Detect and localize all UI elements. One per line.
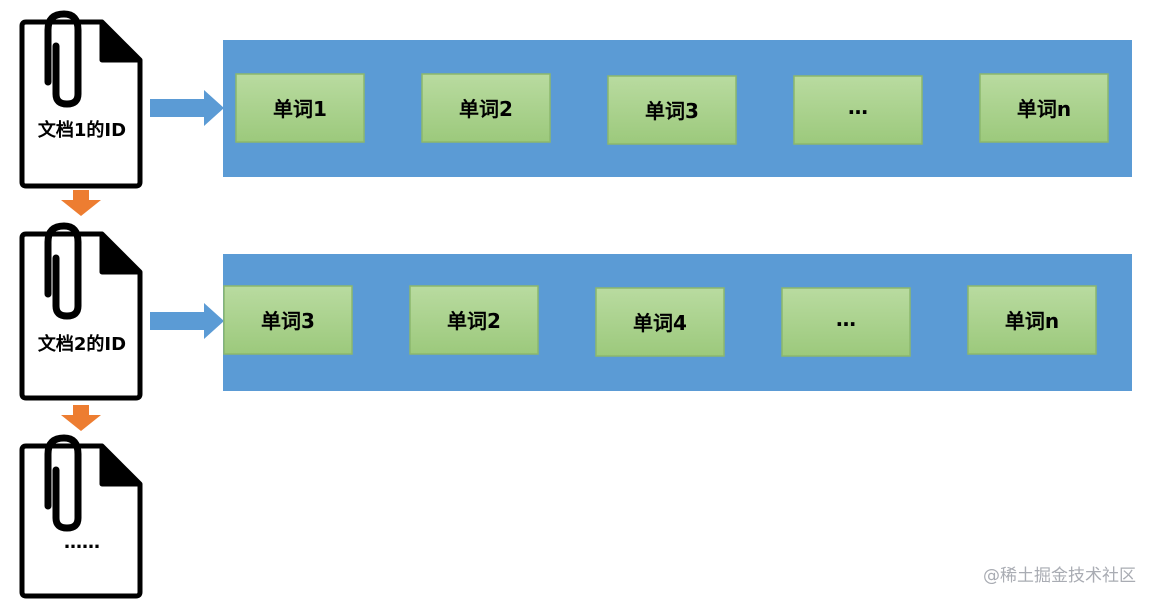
word-box: 单词n <box>967 285 1097 355</box>
document-1: 文档1的ID <box>19 10 143 189</box>
word-box: … <box>793 75 923 145</box>
word-label: 单词1 <box>273 97 327 121</box>
paperclip-icon <box>44 10 82 108</box>
word-box: 单词4 <box>595 287 725 357</box>
word-row-2: 单词3 单词2 单词4 … 单词n <box>223 254 1132 391</box>
document-label: 文档2的ID <box>38 333 126 355</box>
file-corner-fold <box>99 446 140 487</box>
doc-to-row-arrow-icon <box>150 303 224 339</box>
watermark: @稀土掘金技术社区 <box>983 566 1136 586</box>
document-3: …… <box>19 434 143 599</box>
doc-to-row-arrow-icon <box>150 90 224 126</box>
word-label: … <box>836 307 856 331</box>
word-label: 单词3 <box>645 99 699 123</box>
word-label: 单词n <box>1005 309 1059 333</box>
paperclip-icon <box>44 222 82 320</box>
chain-arrow-icon <box>61 190 101 216</box>
word-box: 单词2 <box>421 73 551 143</box>
document-label: …… <box>64 532 100 553</box>
chain-arrow-icon <box>61 405 101 431</box>
word-label: 单词3 <box>261 309 315 333</box>
word-label: 单词4 <box>633 311 687 335</box>
word-box: 单词2 <box>409 285 539 355</box>
word-box: 单词n <box>979 73 1109 143</box>
word-box: 单词3 <box>223 285 353 355</box>
word-box: 单词1 <box>235 73 365 143</box>
word-label: 单词n <box>1017 97 1071 121</box>
document-label: 文档1的ID <box>38 119 126 141</box>
word-row-1: 单词1 单词2 单词3 … 单词n <box>223 40 1132 177</box>
word-label: … <box>848 95 868 119</box>
file-corner-fold <box>99 234 140 275</box>
document-2: 文档2的ID <box>19 222 143 401</box>
paperclip-icon <box>44 434 82 532</box>
word-box: 单词3 <box>607 75 737 145</box>
file-corner-fold <box>99 22 140 63</box>
word-box: … <box>781 287 911 357</box>
word-label: 单词2 <box>447 309 501 333</box>
word-label: 单词2 <box>459 97 513 121</box>
